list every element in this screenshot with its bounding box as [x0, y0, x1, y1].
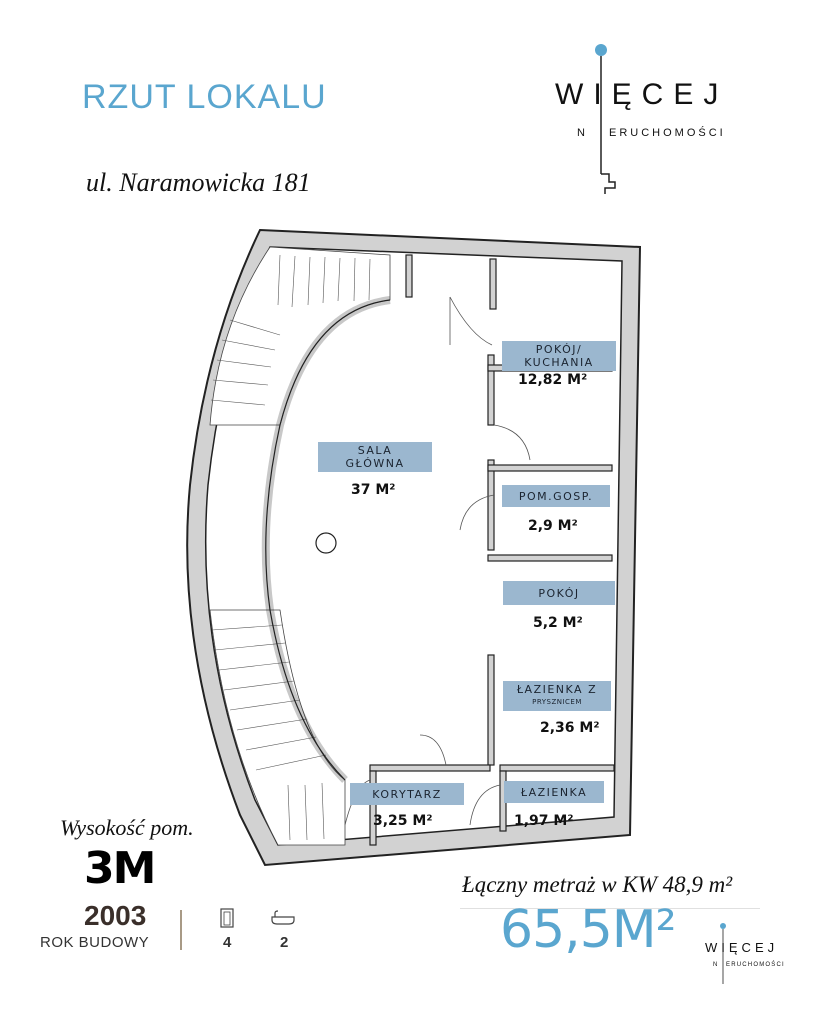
brand-logo: WIĘCEJ N ERUCHOMOŚCI	[555, 44, 785, 194]
room-label-lazienka: ŁAZIENKA	[504, 781, 604, 803]
total-area: 65,5M²	[500, 900, 676, 960]
room-name: POKÓJ	[538, 586, 580, 600]
room-name-sub: PRYSZNICEM	[532, 698, 582, 706]
logo-n-small: N	[713, 962, 717, 968]
room-area-pokoj: 5,2 M²	[533, 615, 583, 631]
room-name: ŁAZIENKA Z	[516, 683, 598, 696]
build-year: 2003	[84, 900, 147, 931]
room-name: POKÓJ/ KUCHANIA	[524, 343, 594, 369]
room-area-lazienka-prysznic: 2,36 M²	[540, 720, 600, 736]
room-label-korytarz: KORYTARZ	[350, 783, 464, 805]
room-label-sala-glowna: SALA GŁÓWNA	[318, 442, 432, 472]
room-area-korytarz: 3,25 M²	[373, 813, 433, 829]
floor-plan: SALA GŁÓWNA 37 M² POKÓJ/ KUCHANIA 12,82 …	[170, 225, 650, 870]
room-area-pom-gosp: 2,9 M²	[528, 518, 578, 534]
room-name: POM.GOSP.	[518, 489, 594, 503]
divider	[180, 910, 182, 950]
height-label: Wysokość pom.	[60, 815, 194, 840]
total-area-kw: Łączny metraż w KW 48,9 m²	[462, 872, 733, 897]
room-area-pokoj-kuchania: 12,82 M²	[518, 372, 588, 388]
brand-logo-small: WIĘCEJ N ERUCHOMOŚCI	[705, 922, 815, 988]
room-label-pokoj: POKÓJ	[503, 581, 615, 605]
logo-word-small: WIĘCEJ	[705, 940, 778, 955]
room-name: SALA GŁÓWNA	[345, 444, 405, 470]
room-name: KORYTARZ	[372, 787, 442, 801]
room-label-lazienka-prysznic: ŁAZIENKA Z PRYSZNICEM	[503, 681, 611, 711]
room-label-pokoj-kuchania: POKÓJ/ KUCHANIA	[502, 341, 616, 371]
height-value: 3M	[84, 843, 156, 894]
room-label-pom-gosp: POM.GOSP.	[502, 485, 610, 507]
bathtub-icon	[270, 910, 296, 930]
logo-sub: ERUCHOMOŚCI	[609, 126, 726, 139]
logo-sub-small: ERUCHOMOŚCI	[726, 960, 785, 968]
divider-line	[460, 908, 760, 909]
room-name: ŁAZIENKA	[520, 785, 588, 799]
logo-word: WIĘCEJ	[555, 78, 728, 111]
logo-n: N	[577, 127, 585, 139]
door-icon	[220, 908, 234, 932]
address: ul. Naramowicka 181	[86, 168, 311, 197]
rooms-count: 4	[223, 934, 232, 951]
room-area-sala-glowna: 37 M²	[351, 482, 396, 498]
page-title: RZUT LOKALU	[82, 78, 327, 116]
baths-count: 2	[280, 934, 289, 951]
build-year-label: ROK BUDOWY	[40, 934, 150, 951]
room-area-lazienka: 1,97 M²	[514, 813, 574, 829]
